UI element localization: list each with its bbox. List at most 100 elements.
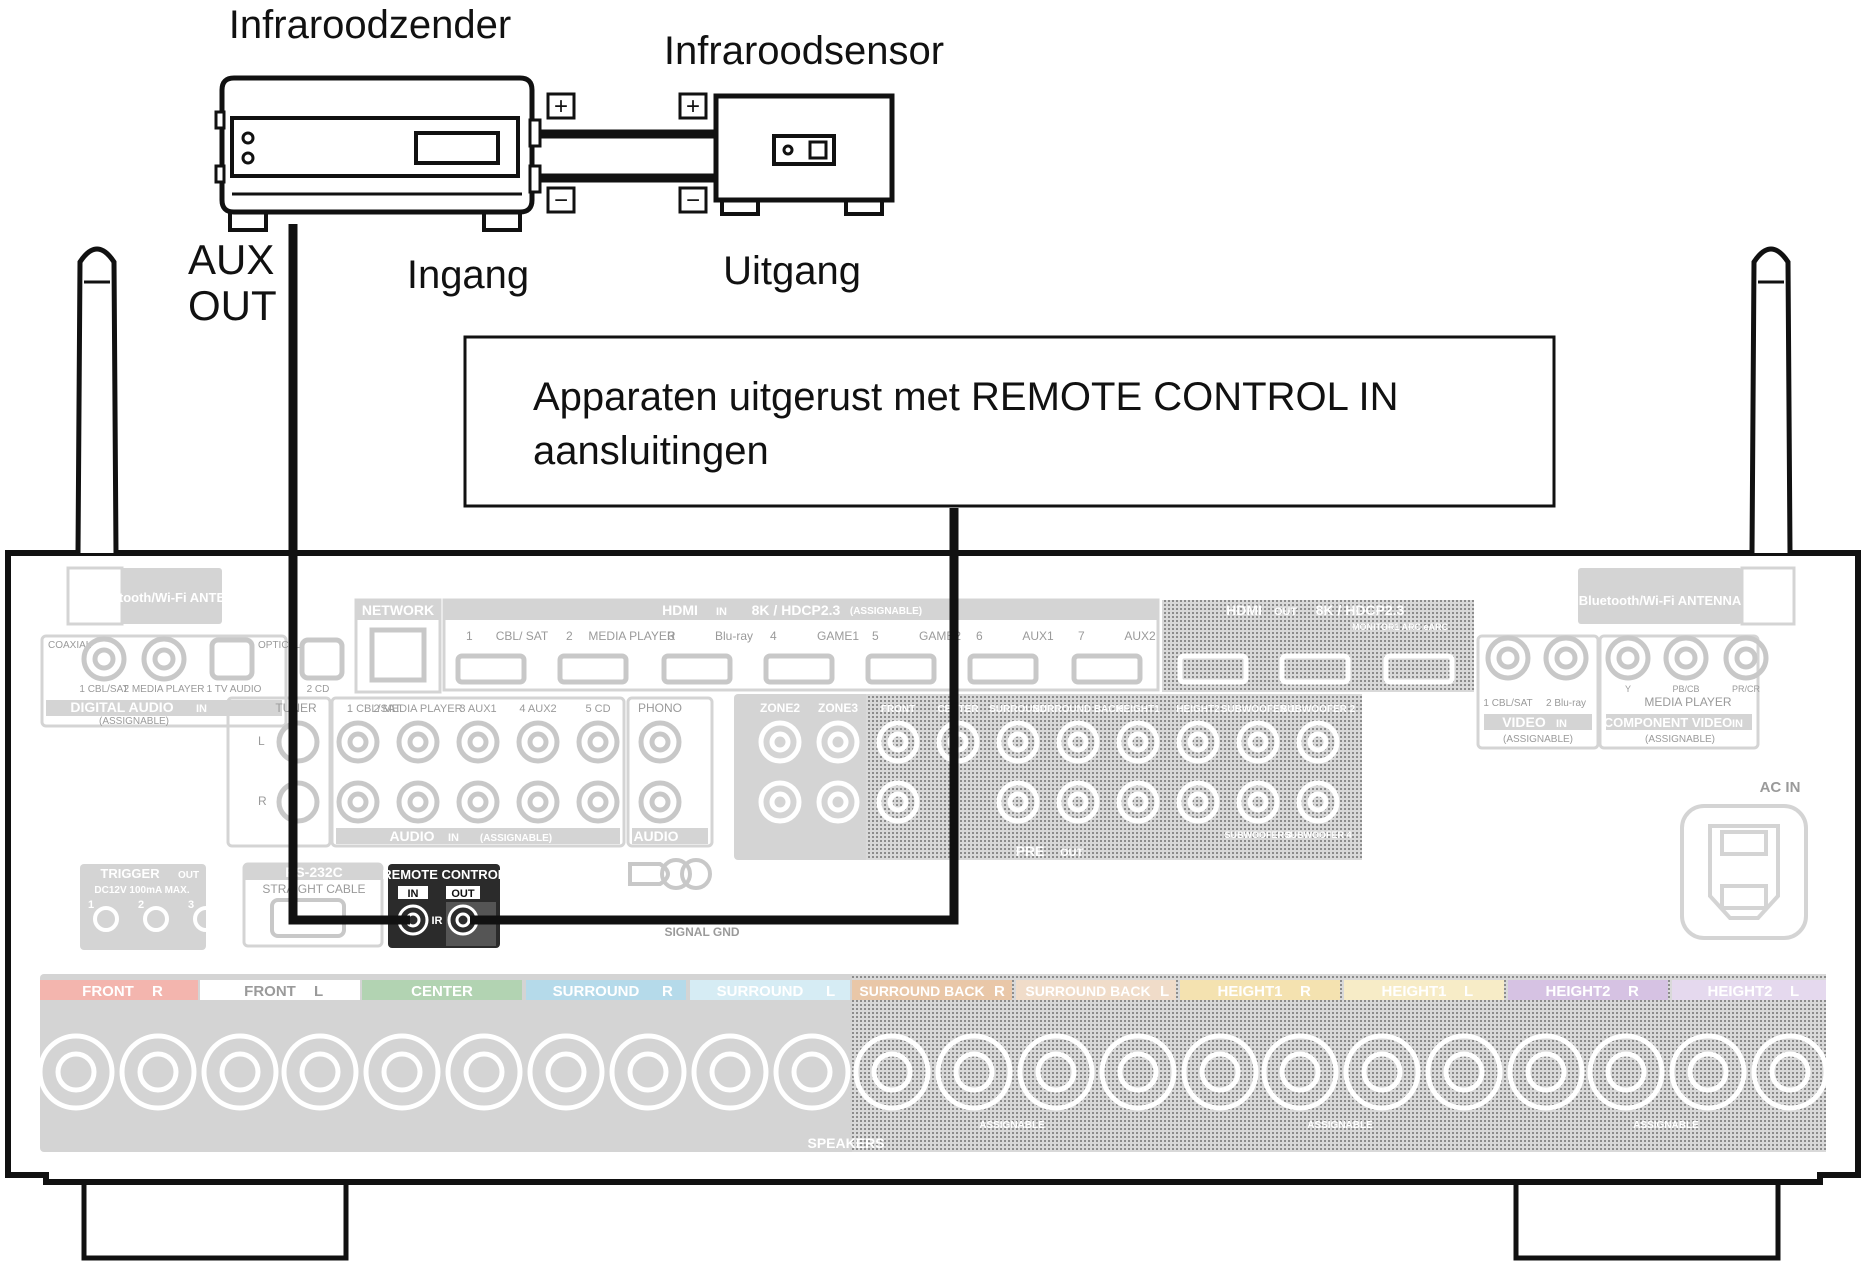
audio-label: AUDIO xyxy=(389,828,434,844)
digital-port-1: 1 CBL/SAT xyxy=(79,684,128,695)
hdmi-in-assignable: (ASSIGNABLE) xyxy=(850,606,922,617)
speaker-group-11-name: HEIGHT2 xyxy=(1707,983,1772,1000)
speaker-group-11-side: L xyxy=(1790,983,1799,1000)
channel-r-label: R xyxy=(258,794,267,808)
callout-line-2: aansluitingen xyxy=(533,429,769,473)
speaker-group-6-name: SURROUND BACK xyxy=(859,983,984,999)
audio-port-5: 5 CD xyxy=(585,703,610,715)
ir-sensor xyxy=(713,93,895,216)
trigger-spec: DC12V 100mA MAX. xyxy=(94,885,189,896)
speaker-group-4-side: R xyxy=(662,983,673,1000)
straight-cable-label: STRAIGHT CABLE xyxy=(262,882,365,896)
pre-out-tag: OUT xyxy=(1060,847,1084,859)
speaker-group-10-side: R xyxy=(1628,983,1639,1000)
hdmi-port-7-num: 7 xyxy=(1078,629,1085,643)
speaker-group-3-name: CENTER xyxy=(411,983,473,1000)
hdmi-out-spec: 8K / HDCP2.3 xyxy=(1316,602,1405,618)
aux-out-label-1: AUX xyxy=(188,236,274,283)
optical-label: OPTICAL xyxy=(258,640,301,651)
audio-port-4: 4 AUX2 xyxy=(519,703,556,715)
digital-audio-label: DIGITAL AUDIO xyxy=(70,699,173,715)
pre-channel-3: SURROUND xyxy=(989,704,1047,715)
audio-port-1: 1 CBL/SAT xyxy=(347,703,401,715)
trigger-port-2: 2 xyxy=(138,899,144,911)
hdmi-port-5-num: 5 xyxy=(872,629,879,643)
hdmi-port-3-name: Blu-ray xyxy=(715,629,753,643)
speaker-group-7-side: L xyxy=(1160,983,1169,1000)
hdmi-port-3-num: 3 xyxy=(668,629,675,643)
remote-control-label: REMOTE CONTROL xyxy=(382,867,506,882)
speaker-group-2-side: L xyxy=(314,983,323,1000)
bt-antenna-right-label: Bluetooth/Wi-Fi ANTENNA xyxy=(1579,593,1742,608)
network-label: NETWORK xyxy=(362,602,434,618)
sensor-plus-label: + xyxy=(686,93,700,120)
phono-label: PHONO xyxy=(638,701,682,715)
hdmi-port-4-num: 4 xyxy=(770,629,777,643)
hdmi-port-2-name: MEDIA PLAYER xyxy=(588,629,675,643)
assignable-label-3: ASSIGNABLE xyxy=(1633,1120,1699,1131)
video-assignable: (ASSIGNABLE) xyxy=(1503,734,1573,745)
component-port-pr: PR/CR xyxy=(1732,684,1761,694)
speaker-group-headers xyxy=(40,980,1826,1000)
sensor-minus-label: − xyxy=(686,187,700,214)
digital-audio-tag: IN xyxy=(196,703,207,715)
channel-l-label: L xyxy=(258,734,265,748)
digital-port-2: 2 MEDIA PLAYER xyxy=(124,684,205,695)
speaker-group-5-side: L xyxy=(826,983,835,1000)
audio-assignable: (ASSIGNABLE) xyxy=(480,833,552,844)
ac-in-label: AC IN xyxy=(1760,779,1801,796)
speakers-label: SPEAKERS xyxy=(807,1135,884,1151)
trigger-tag: OUT xyxy=(178,870,199,881)
media-player-label: MEDIA PLAYER xyxy=(1644,695,1731,709)
component-video-label: COMPONENT VIDEO xyxy=(1604,715,1733,730)
output-label: Uitgang xyxy=(723,249,861,293)
video-port-1: 1 CBL/SAT xyxy=(1483,698,1532,709)
emitter-minus-label: − xyxy=(554,187,568,214)
pre-channel-7: SUBWOOFER 1 xyxy=(1221,704,1296,715)
hdmi-port-1-num: 1 xyxy=(466,629,473,643)
callout-line-1: Apparaten uitgerust met REMOTE CONTROL I… xyxy=(533,375,1398,419)
pre-channel-8: SUBWOOFER 2 xyxy=(1281,704,1356,715)
signal-gnd-label: SIGNAL GND xyxy=(664,925,739,939)
hdmi-port-2-num: 2 xyxy=(566,629,573,643)
rs232c-label: RS-232C xyxy=(285,864,343,880)
digital-port-3: 1 TV AUDIO xyxy=(207,684,262,695)
digital-port-4: 2 CD xyxy=(307,684,330,695)
hdmi-port-1-name: CBL/ SAT xyxy=(496,629,549,643)
speaker-group-1-name: FRONT xyxy=(82,983,134,1000)
hdmi-port-6-name: AUX1 xyxy=(1022,629,1054,643)
callout-box: Apparaten uitgerust met REMOTE CONTROL I… xyxy=(463,335,1556,508)
pre-channel-6: HEIGHT2 xyxy=(1176,704,1220,715)
remote-control-jacks: REMOTE CONTROL IN OUT IR xyxy=(382,864,506,948)
ir-sensor-label: Infraroodsensor xyxy=(664,29,944,73)
hdmi-out-tag: OUT xyxy=(1274,606,1298,618)
speaker-group-6-side: R xyxy=(994,983,1005,1000)
pre-channel-4: SURROUND BACK xyxy=(1033,704,1123,715)
aux-out-label-2: OUT xyxy=(188,282,277,329)
speaker-group-9-side: L xyxy=(1464,983,1473,1000)
speaker-group-9-name: HEIGHT1 xyxy=(1381,983,1446,1000)
speaker-group-4-name: SURROUND xyxy=(553,983,640,1000)
ir-emitter-label: Infraroodzender xyxy=(229,3,511,47)
pre-out-label: PRE xyxy=(1016,843,1045,859)
component-assignable: (ASSIGNABLE) xyxy=(1645,734,1715,745)
speaker-group-7-name: SURROUND BACK xyxy=(1025,983,1150,999)
speaker-group-8-side: R xyxy=(1300,983,1311,1000)
video-port-2: 2 Blu-ray xyxy=(1546,698,1586,709)
video-tag: IN xyxy=(1556,718,1567,730)
antenna-left xyxy=(75,246,119,554)
speaker-group-10-name: HEIGHT2 xyxy=(1545,983,1610,1000)
audio-tag: IN xyxy=(448,832,459,844)
assignable-label-2: ASSIGNABLE xyxy=(1307,1120,1373,1131)
speaker-group-1-side: R xyxy=(152,983,163,1000)
audio-port-3: 3 AUX1 xyxy=(459,703,496,715)
coaxial-label: COAXIAL xyxy=(48,640,92,651)
hdmi-out-label: HDMI xyxy=(1226,602,1262,618)
digital-assignable: (ASSIGNABLE) xyxy=(99,716,169,727)
hdmi-in-spec: 8K / HDCP2.3 xyxy=(752,602,841,618)
subwoofer-4-label: SUBWOOFER 4 xyxy=(1284,830,1351,840)
subwoofer-3-label: SUBWOOFER 3 xyxy=(1224,830,1291,840)
remote-in-label: IN xyxy=(408,888,419,900)
polarity-marks: + − + − xyxy=(546,92,708,214)
